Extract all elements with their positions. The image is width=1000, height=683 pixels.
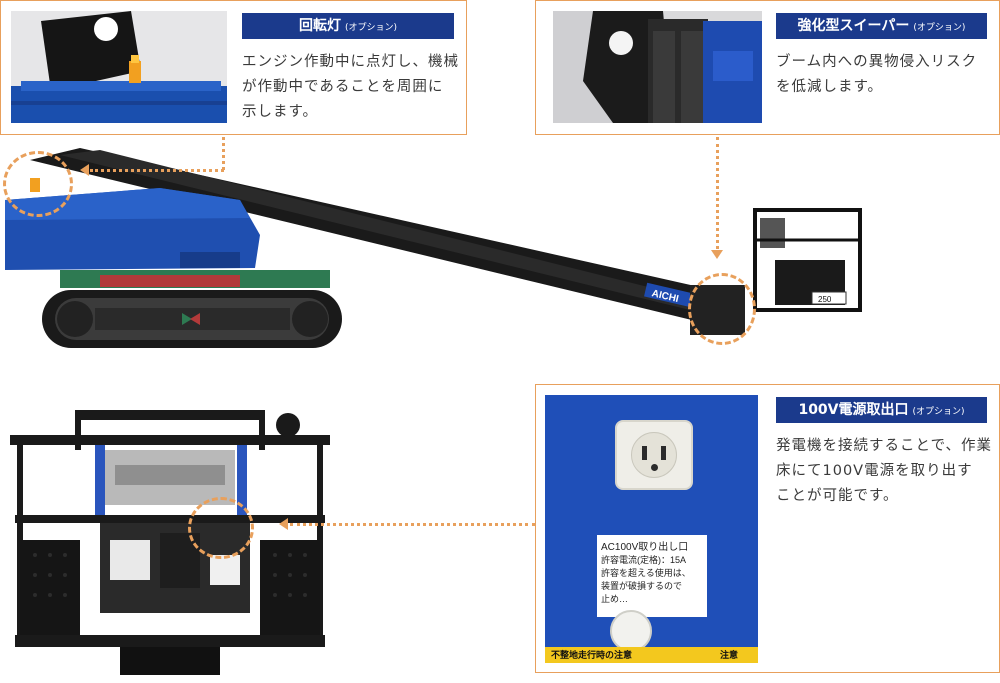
crawler-track: [42, 290, 342, 348]
outlet-connector-horizontal: [290, 523, 535, 526]
telescopic-boom: [30, 148, 735, 322]
sweeper-photo: [553, 11, 762, 123]
outlet-connector-arrow: [279, 518, 288, 530]
outlet-line: ことが可能です。: [776, 488, 899, 504]
beacon-title: 回転灯(オプション): [242, 13, 454, 39]
beacon-highlight-ring: [3, 151, 73, 217]
sweeper-option-tag: (オプション): [913, 23, 966, 33]
sweeper-highlight-ring: [688, 273, 756, 345]
outlet-label-line: 装置が破損するので: [601, 581, 683, 591]
beacon-photo: [11, 11, 227, 123]
outlet-label-plate: AC100V取り出し口 許容電流(定格)：15A 許容を超える使用は、 装置が破…: [597, 535, 707, 617]
outlet-option-tag: (オプション): [912, 407, 965, 417]
sweeper-panel: 強化型スイーパー(オプション) ブーム内への異物侵入リスク を低減します。: [535, 0, 1000, 135]
outlet-label-line: AC100V取り出し口: [601, 542, 689, 553]
beacon-line: が作動中であることを周囲に: [242, 79, 444, 95]
outlet-label-line: 許容を超える使用は、: [601, 568, 691, 578]
warning-strip-right: 注意: [719, 650, 738, 660]
outlet-line: 発電機を接続することで、作業: [776, 438, 992, 454]
beacon-connector-horizontal: [90, 169, 224, 172]
beacon-connector-vertical: [222, 137, 225, 170]
outlet-label-line: 止め…: [601, 594, 629, 604]
outlet-description: 発電機を接続することで、作業 床にて100V電源を取り出す ことが可能です。: [776, 434, 996, 509]
beacon-line: エンジン作動中に点灯し、機械: [242, 54, 459, 70]
outlet-panel: AC100V取り出し口 許容電流(定格)：15A 許容を超える使用は、 装置が破…: [535, 384, 1000, 673]
beacon-panel: 回転灯(オプション) エンジン作動中に点灯し、機械 が作動中であることを周囲に …: [0, 0, 467, 135]
beacon-connector-arrow: [80, 164, 89, 176]
outlet-socket-face: [631, 432, 677, 478]
sweeper-line: を低減します。: [776, 79, 884, 95]
outlet-cap: [610, 610, 652, 652]
sweeper-title-text: 強化型スイーパー: [797, 18, 910, 34]
sweeper-connector-arrow: [711, 250, 723, 259]
outlet-photo: AC100V取り出し口 許容電流(定格)：15A 許容を超える使用は、 装置が破…: [545, 395, 758, 663]
outlet-ground-hole: [651, 464, 658, 471]
beacon-photo-illustration: [11, 11, 227, 123]
sweeper-title: 強化型スイーパー(オプション): [776, 13, 987, 39]
outlet-socket: [615, 420, 693, 490]
sweeper-line: ブーム内への異物侵入リスク: [776, 54, 978, 70]
beacon-line: 示します。: [242, 104, 319, 120]
sweeper-description: ブーム内への異物侵入リスク を低減します。: [776, 50, 996, 100]
warning-strip: 不整地走行時の注意 注意: [545, 647, 758, 663]
sweeper-connector-vertical: [716, 137, 719, 249]
sweeper-photo-illustration: [553, 11, 762, 123]
outlet-highlight-ring: [188, 497, 254, 559]
platform-rear-view: [10, 410, 330, 675]
outlet-title: 100V電源取出口(オプション): [776, 397, 987, 423]
beacon-option-tag: (オプション): [344, 23, 398, 33]
platform-capacity-plate: 250: [818, 295, 832, 304]
beacon-title-text: 回転灯: [298, 18, 341, 34]
outlet-slot-left: [642, 446, 647, 460]
outlet-slot-right: [661, 446, 666, 460]
crawler-boom-machine: AICHI 250: [5, 148, 862, 348]
outlet-label-line: 許容電流(定格)：15A: [601, 555, 687, 565]
outlet-line: 床にて100V電源を取り出す: [776, 463, 973, 479]
beacon-description: エンジン作動中に点灯し、機械 が作動中であることを周囲に 示します。: [242, 50, 462, 125]
work-platform-basket: 250: [753, 208, 862, 312]
warning-strip-left: 不整地走行時の注意: [551, 650, 633, 660]
outlet-title-text: 100V電源取出口: [798, 402, 909, 418]
